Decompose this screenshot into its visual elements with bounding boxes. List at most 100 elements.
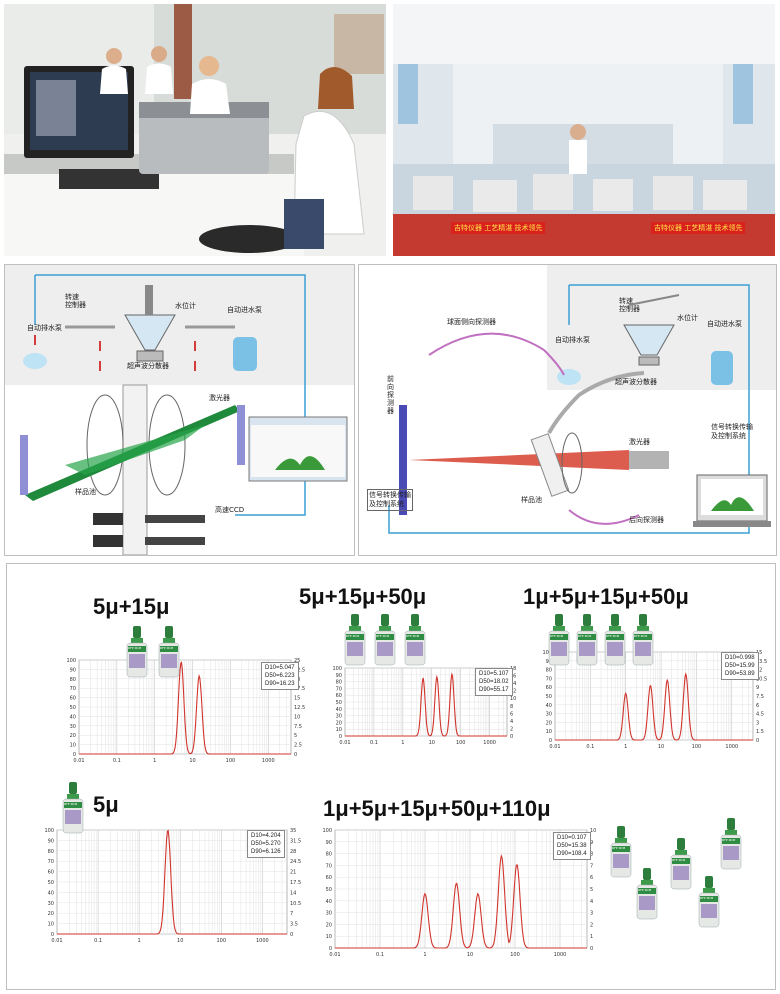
stats-5-d10: D10=0.107 <box>557 835 587 841</box>
y-tick-left: 80 <box>70 677 76 683</box>
sample-bottle: RFP RCM <box>125 626 149 678</box>
chart-1u-5u-15u-50u: 010203040506070809010001.534.567.5910.51… <box>533 648 769 752</box>
stats-4-d10: D10=4.204 <box>251 833 281 839</box>
right-signal-right-label: 信号转换传输 及控制系统 <box>711 423 753 440</box>
stats-5-d50: D50=15.38 <box>557 843 587 849</box>
sample-bottle: RFP RCM <box>631 614 655 666</box>
y-tick-right: 28 <box>290 849 296 855</box>
distribution-curve <box>335 854 587 949</box>
left-speed-controller-label: 转速 控制器 <box>65 293 86 309</box>
y-tick-right: 18 <box>510 666 516 672</box>
bottle-icon <box>374 614 396 666</box>
y-tick-right: 1 <box>590 934 593 940</box>
chart-title-1: 5μ+15μ <box>93 594 170 619</box>
x-tick: 1 <box>624 744 627 750</box>
x-tick: 1 <box>153 758 156 764</box>
x-tick: 10 <box>429 740 435 746</box>
y-tick-right: 3 <box>756 720 759 726</box>
y-tick-left: 100 <box>66 658 76 664</box>
right-level-meter-label: 水位计 <box>677 314 698 322</box>
x-tick: 10 <box>658 744 664 750</box>
bottle-icon <box>720 818 742 870</box>
diagram-left: 转速 控制器 水位计 自动排水泵 自动进水泵 超声波分散器 激光器 样品池 高速… <box>4 264 355 556</box>
y-tick-left: 90 <box>70 667 76 673</box>
lab-photo-left-image <box>4 4 386 256</box>
y-tick-left: 0 <box>339 734 342 740</box>
sample-bottle: RFP RCM <box>575 614 599 666</box>
x-tick: 0.01 <box>339 740 350 746</box>
stats-2-d50: D50=18.02 <box>479 679 509 685</box>
sample-bottle: RFP RCM <box>157 626 181 678</box>
y-tick-left: 50 <box>326 887 332 893</box>
stats-4-d90: D90=6.126 <box>251 849 281 855</box>
y-tick-right: 5 <box>294 733 297 739</box>
x-tick: 0.01 <box>73 758 84 764</box>
x-tick: 1000 <box>554 952 567 958</box>
y-tick-left: 60 <box>70 696 76 702</box>
y-tick-right: 6 <box>590 875 593 881</box>
y-tick-left: 80 <box>336 680 342 686</box>
diagram-left-svg <box>5 265 354 556</box>
y-tick-left: 30 <box>48 901 54 907</box>
y-tick-left: 0 <box>51 932 54 938</box>
stats-1-d90: D90=16.23 <box>265 681 295 687</box>
bottle-icon <box>576 614 598 666</box>
y-tick-left: 20 <box>326 922 332 928</box>
right-front-detector-label: 前 向 探 测 器 <box>387 375 394 415</box>
bottle-icon <box>158 626 180 678</box>
y-tick-left: 80 <box>48 849 54 855</box>
y-tick-left: 10 <box>546 729 552 735</box>
x-tick: 0.01 <box>51 938 62 944</box>
y-tick-right: 4 <box>590 899 593 905</box>
y-tick-left: 10 <box>70 743 76 749</box>
y-tick-right: 0 <box>590 946 593 952</box>
stats-4-d50: D50=5.270 <box>251 841 281 847</box>
y-tick-right: 4 <box>510 719 513 725</box>
y-tick-right: 15 <box>294 696 300 702</box>
y-tick-right: 7.5 <box>294 724 302 730</box>
y-tick-right: 7 <box>590 863 593 869</box>
left-sample-cell-label: 样品池 <box>75 488 96 496</box>
y-tick-right: 1.5 <box>756 729 764 735</box>
distribution-curve <box>555 672 753 741</box>
x-tick: 1 <box>401 740 404 746</box>
left-ccd-label: 高速CCD <box>215 506 245 514</box>
y-tick-left: 60 <box>48 870 54 876</box>
y-tick-left: 80 <box>326 852 332 858</box>
y-tick-right: 10 <box>590 828 596 834</box>
y-tick-right: 7.5 <box>756 694 764 700</box>
bottle-icon <box>62 782 84 834</box>
y-tick-right: 12 <box>510 689 516 695</box>
right-laser-label: 激光器 <box>629 438 650 446</box>
y-tick-right: 24.5 <box>290 859 301 865</box>
distribution-curve <box>57 829 287 935</box>
y-tick-right: 2.5 <box>294 743 302 749</box>
distribution-curve <box>79 661 291 755</box>
y-tick-left: 0 <box>549 738 552 744</box>
y-tick-left: 50 <box>546 694 552 700</box>
stats-3-d90: D90=53.89 <box>725 671 755 677</box>
size-distribution-panel: 5μ+15μ 5μ+15μ+50μ 1μ+5μ+15μ+50μ 5μ 1μ+5μ… <box>6 563 776 990</box>
y-tick-left: 0 <box>73 752 76 758</box>
sample-bottle: RFP RCM <box>669 838 693 890</box>
x-tick: 0.01 <box>549 744 560 750</box>
y-tick-left: 100 <box>322 828 332 834</box>
y-tick-right: 21 <box>290 870 296 876</box>
bottle-label-text: RFP RCM <box>638 888 652 892</box>
y-tick-right: 0 <box>290 932 293 938</box>
bottle-icon <box>670 838 692 890</box>
bottle-icon <box>548 614 570 666</box>
y-tick-right: 9 <box>756 685 759 691</box>
y-tick-left: 10 <box>336 727 342 733</box>
distribution-curve <box>345 672 507 737</box>
y-tick-left: 70 <box>546 676 552 682</box>
stats-chart-4: D10=4.204 D50=5.270 D90=6.126 <box>247 830 285 858</box>
stats-5-d90: D90=108.4 <box>557 851 587 857</box>
y-tick-left: 40 <box>546 703 552 709</box>
x-tick: 100 <box>510 952 520 958</box>
y-tick-right: 0 <box>510 734 513 740</box>
x-tick: 0.1 <box>94 938 102 944</box>
y-tick-left: 20 <box>48 911 54 917</box>
chart-title-3: 1μ+5μ+15μ+50μ <box>523 584 689 609</box>
y-tick-left: 60 <box>336 693 342 699</box>
